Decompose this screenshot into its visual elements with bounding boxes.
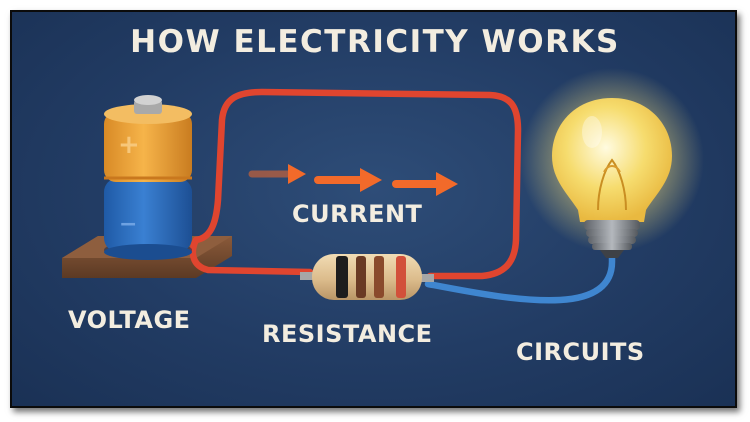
page-title: HOW ELECTRICITY WORKS [130, 24, 620, 60]
battery-minus-symbol: − [119, 212, 138, 237]
circuits-label: CIRCUITS [516, 338, 645, 366]
blue-wire [424, 244, 616, 304]
red-wire [189, 88, 522, 280]
voltage-label: VOLTAGE [68, 306, 191, 334]
current-label: CURRENT [292, 200, 423, 228]
current-arrows [248, 164, 458, 196]
resistance-label: RESISTANCE [262, 320, 433, 348]
battery-icon [104, 95, 192, 260]
battery-plus-symbol: + [118, 130, 141, 160]
light-bulb-icon [520, 68, 704, 258]
resistor-icon [300, 254, 434, 300]
